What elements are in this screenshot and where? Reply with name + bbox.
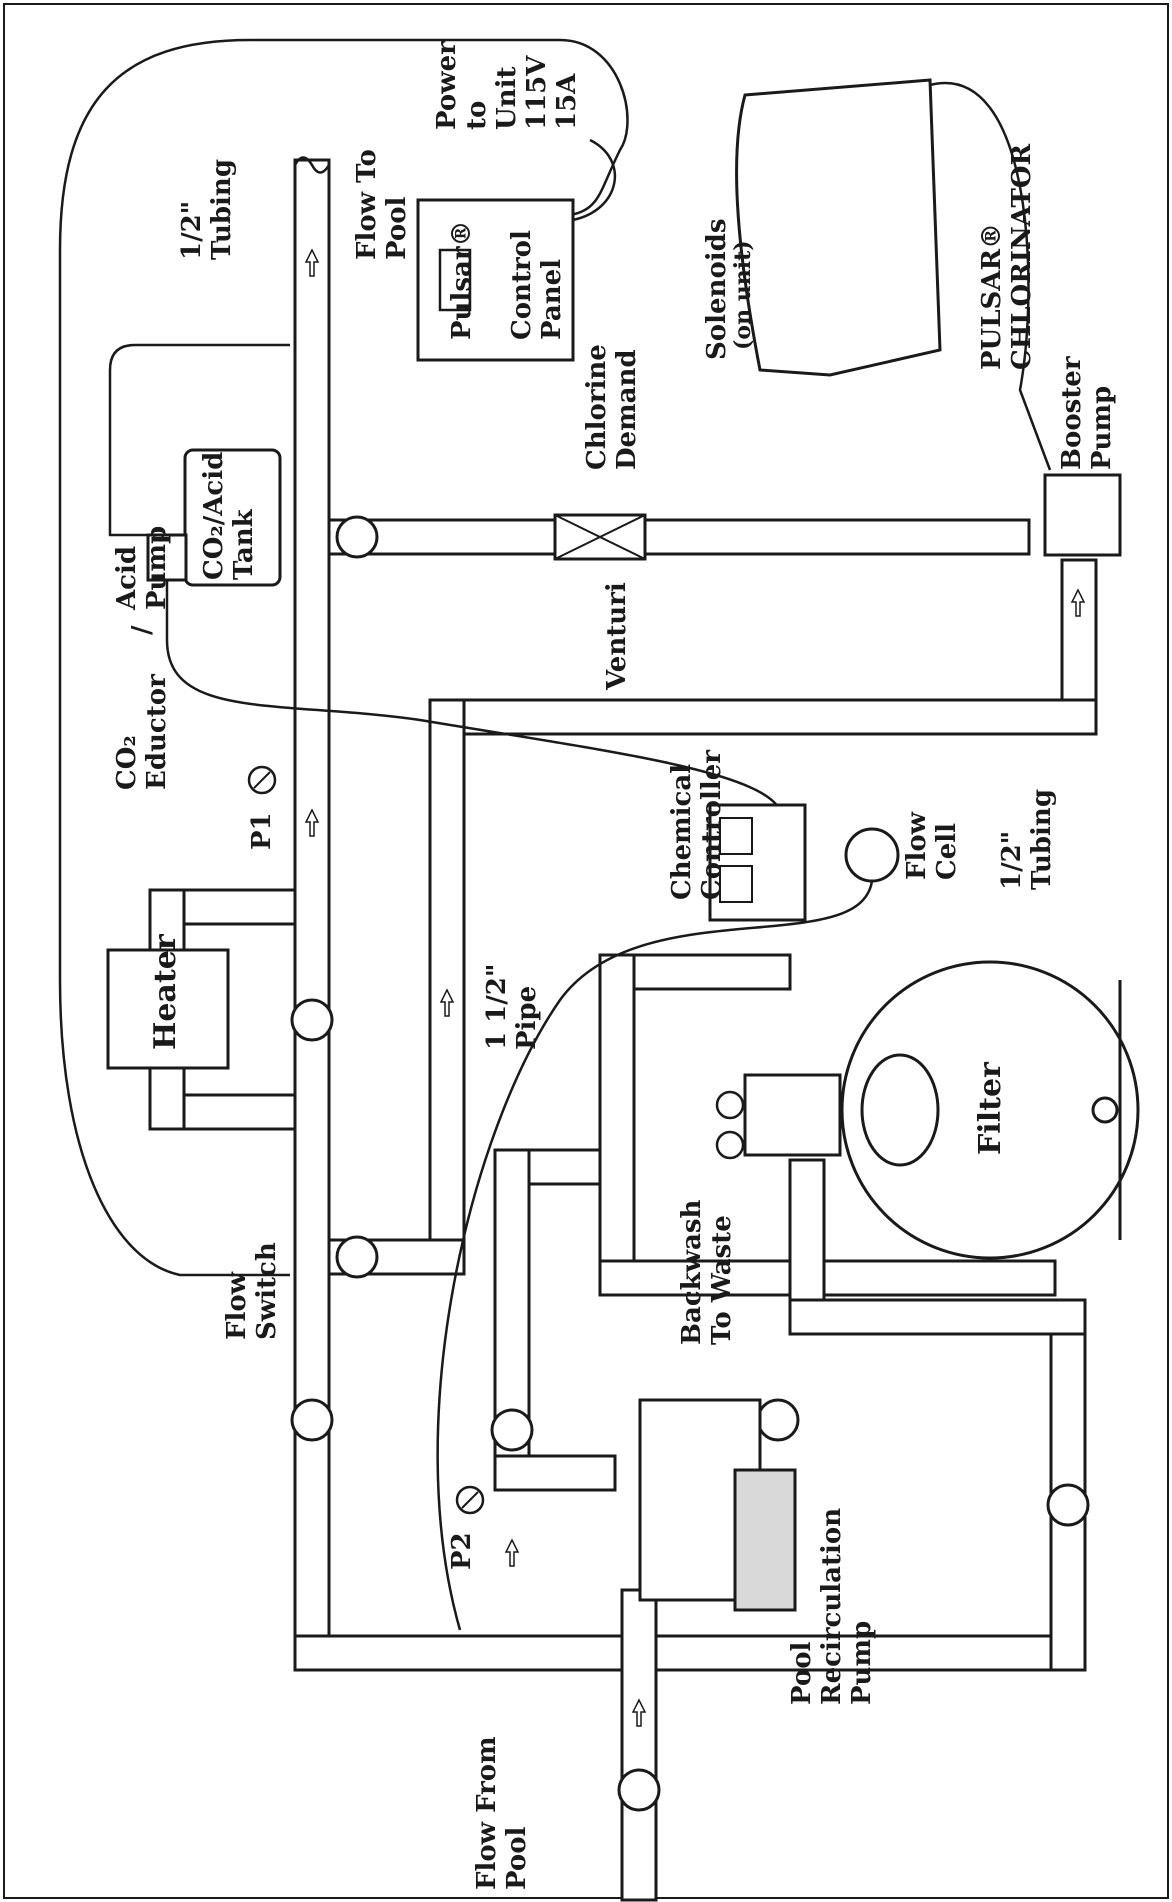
flow-from-pool-label: Flow From Pool xyxy=(472,1727,532,1890)
control-panel-display xyxy=(438,248,472,312)
venturi-label: Venturi xyxy=(602,582,632,691)
flow-arrow-icon xyxy=(304,248,320,277)
chlorinator-tubing xyxy=(929,81,1052,471)
flow-cell xyxy=(844,827,900,883)
heater-unit xyxy=(106,948,230,1070)
pipe-size-label: 1 1/2" Pipe xyxy=(482,955,542,1050)
solenoids-note: (on unit) xyxy=(730,240,756,350)
filter-label: Filter xyxy=(973,1061,1008,1155)
tubing-top-label: 1/2" Tubing xyxy=(177,159,237,260)
co2-eductor-label: CO₂ Eductor / Acid Pump xyxy=(112,526,172,790)
co2-tank-label: CO₂/Acid Tank xyxy=(199,443,259,580)
filter-loop-bottom xyxy=(598,1259,1057,1297)
discharge-valve-icon xyxy=(490,1408,534,1452)
filter-sight-glass xyxy=(860,1053,940,1167)
solenoids-label: Solenoids xyxy=(702,219,732,360)
venturi-line-pipe xyxy=(327,518,1031,556)
chemical-controller-label: Chemical Controller xyxy=(667,750,727,900)
filter-tank xyxy=(840,960,1140,1260)
booster-pump xyxy=(1043,473,1122,557)
filter-drain-icon xyxy=(1091,1096,1119,1124)
pressure-gauges xyxy=(247,765,745,1515)
booster-pump-label: Booster Pump xyxy=(1057,347,1117,470)
page-border xyxy=(3,3,1169,1899)
flow-arrows xyxy=(304,248,1086,1727)
flow-arrow-icon xyxy=(631,1698,647,1727)
diagram-labels: Power to Unit 115V 15A Pulsar® Control P… xyxy=(112,32,1117,1890)
pool-inlet-pipe xyxy=(620,1588,658,1902)
flow-arrow-icon xyxy=(304,808,320,837)
co2-tubing xyxy=(108,343,290,537)
power-label: Power to Unit 115V 15A xyxy=(432,32,582,130)
flow-arrow-icon xyxy=(504,1538,520,1567)
p2-label: P2 xyxy=(447,1532,477,1570)
booster-return-pipe xyxy=(428,698,1098,736)
pump-discharge-bottom xyxy=(493,1454,617,1492)
power-cable xyxy=(572,138,617,222)
filter-return-top xyxy=(788,1298,1087,1336)
recirculation-pump-label: Pool Recirculation Pump xyxy=(787,1499,877,1705)
bypass-valve-icon xyxy=(335,515,379,559)
heater-label: Heater xyxy=(148,933,183,1050)
chlorine-demand-label: Chlorine Demand xyxy=(582,335,642,470)
inlet-valve-icon xyxy=(617,1768,661,1812)
chlorinator-label: PULSAR® CHLORINATOR xyxy=(977,144,1037,370)
tubing-right-label: 1/2" Tubing xyxy=(997,789,1057,890)
trunk-top-end xyxy=(293,156,331,174)
pump-strainer xyxy=(733,1468,797,1612)
pulsar-chlorinator xyxy=(735,78,942,377)
inner-valve-icon xyxy=(335,1235,379,1279)
flow-to-pool-label: Flow To Pool xyxy=(352,140,412,260)
flow-cell-tubing xyxy=(436,880,874,1631)
trunk-valve-icon xyxy=(290,998,334,1042)
outer-tubing-loop xyxy=(58,38,629,1277)
filter-loop-left xyxy=(598,953,636,1297)
right-valve-icon xyxy=(1046,1483,1090,1527)
bottom-trunk-valve-icon xyxy=(290,1398,334,1442)
booster-riser-pipe xyxy=(1060,558,1098,702)
filter-valve-block xyxy=(743,1073,842,1157)
main-trunk-pipe xyxy=(293,158,331,1672)
p1-label: P1 xyxy=(247,812,277,850)
inner-riser-pipe xyxy=(428,698,466,1272)
filter-gauge-a-icon xyxy=(715,1090,745,1120)
backwash-label: Backwash To Waste xyxy=(677,1191,737,1346)
filter-gauge-b-icon xyxy=(715,1130,745,1160)
flow-arrow-icon xyxy=(1070,588,1086,617)
control-panel-label: Pulsar® Control Panel xyxy=(447,211,567,340)
return-valve-icon xyxy=(756,1398,800,1442)
flow-switch-label: Flow Switch xyxy=(222,1242,282,1340)
flow-arrow-icon xyxy=(439,988,455,1017)
chemical-feed-tubing xyxy=(165,580,782,811)
bottom-return-pipe xyxy=(293,1634,1087,1672)
co2-tank xyxy=(183,448,282,587)
valve-icons xyxy=(290,515,1090,1812)
flow-cell-label: Flow Cell xyxy=(902,803,962,880)
